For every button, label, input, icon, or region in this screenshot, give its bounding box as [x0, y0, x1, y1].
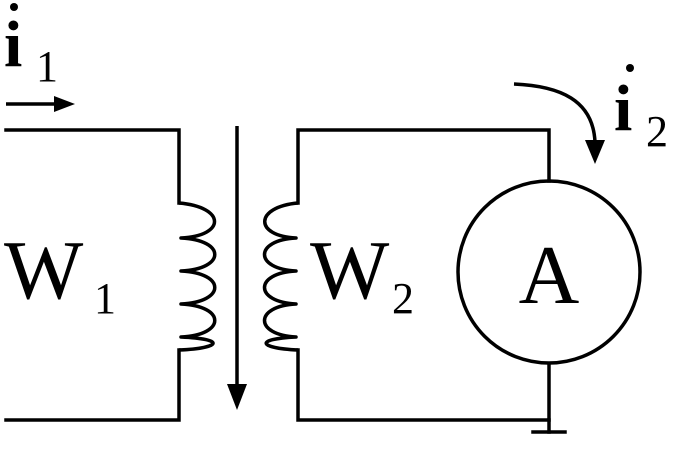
primary-bottom-wire: [4, 348, 181, 422]
ammeter-circle: [456, 179, 642, 365]
primary-winding-subscript: 1: [94, 274, 116, 323]
core-flux-arrow: [227, 126, 247, 410]
primary-top-wire: [4, 128, 181, 205]
primary-winding-label: W 1: [4, 224, 116, 323]
ammeter: A: [456, 179, 642, 365]
primary-coil: [178, 201, 217, 352]
secondary-circuit: [263, 128, 567, 434]
secondary-current-arrow: [513, 82, 605, 164]
secondary-winding-symbol: W: [310, 224, 390, 317]
primary-current-phasor-dot: [10, 3, 18, 11]
primary-current-arrow: [6, 96, 75, 112]
secondary-coil: [263, 201, 299, 352]
secondary-current-phasor-dot: [626, 64, 634, 72]
secondary-top-wire: [296, 128, 551, 205]
secondary-current: i 2: [513, 64, 668, 164]
primary-current: i 1: [4, 3, 75, 112]
secondary-winding-label: W 2: [310, 224, 414, 323]
primary-circuit: [4, 128, 217, 422]
primary-winding-symbol: W: [4, 224, 84, 317]
secondary-current-subscript: 2: [646, 107, 668, 156]
secondary-current-symbol: i: [614, 72, 632, 145]
secondary-winding-subscript: 2: [392, 274, 414, 323]
primary-current-subscript: 1: [36, 42, 58, 91]
ammeter-label: A: [519, 229, 580, 322]
secondary-bottom-wire: [296, 348, 551, 422]
primary-current-symbol: i: [4, 8, 22, 81]
